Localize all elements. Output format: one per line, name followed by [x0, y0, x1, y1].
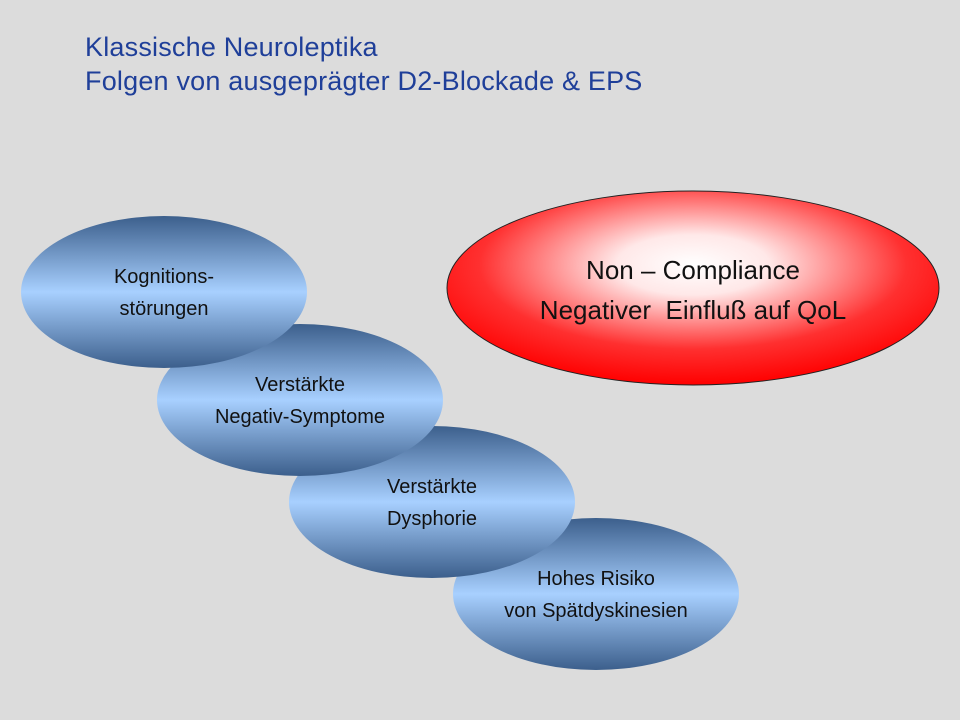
- title-line-1: Klassische Neuroleptika: [85, 32, 378, 62]
- ellipse-negativ-symptome-line-1: Verstärkte: [255, 374, 345, 396]
- non-compliance-line-1: Non – Compliance: [586, 255, 800, 285]
- ellipse-non-compliance: Non – Compliance Negativer Einfluß auf Q…: [446, 190, 940, 386]
- title-line-2: Folgen von ausgeprägter D2-Blockade & EP…: [85, 66, 643, 96]
- ellipse-kognitionsstoerungen-line-1: Kognitions-: [114, 266, 214, 288]
- ellipse-dysphorie-line-2: Dysphorie: [387, 508, 477, 530]
- ellipse-spaetdyskinesien-line-2: von Spätdyskinesien: [504, 600, 687, 622]
- ellipse-kognitionsstoerungen-line-2: störungen: [120, 298, 209, 320]
- slide-title: Klassische Neuroleptika Folgen von ausge…: [85, 30, 643, 98]
- ellipse-spaetdyskinesien-line-1: Hohes Risiko: [537, 568, 655, 590]
- non-compliance-line-2: Negativer Einfluß auf QoL: [540, 295, 846, 325]
- ellipse-dysphorie-line-1: Verstärkte: [387, 476, 477, 498]
- ellipse-kognitionsstoerungen: Kognitions- störungen: [21, 216, 307, 368]
- ellipse-negativ-symptome: Verstärkte Negativ-Symptome: [157, 324, 443, 476]
- ellipse-negativ-symptome-line-2: Negativ-Symptome: [215, 406, 385, 428]
